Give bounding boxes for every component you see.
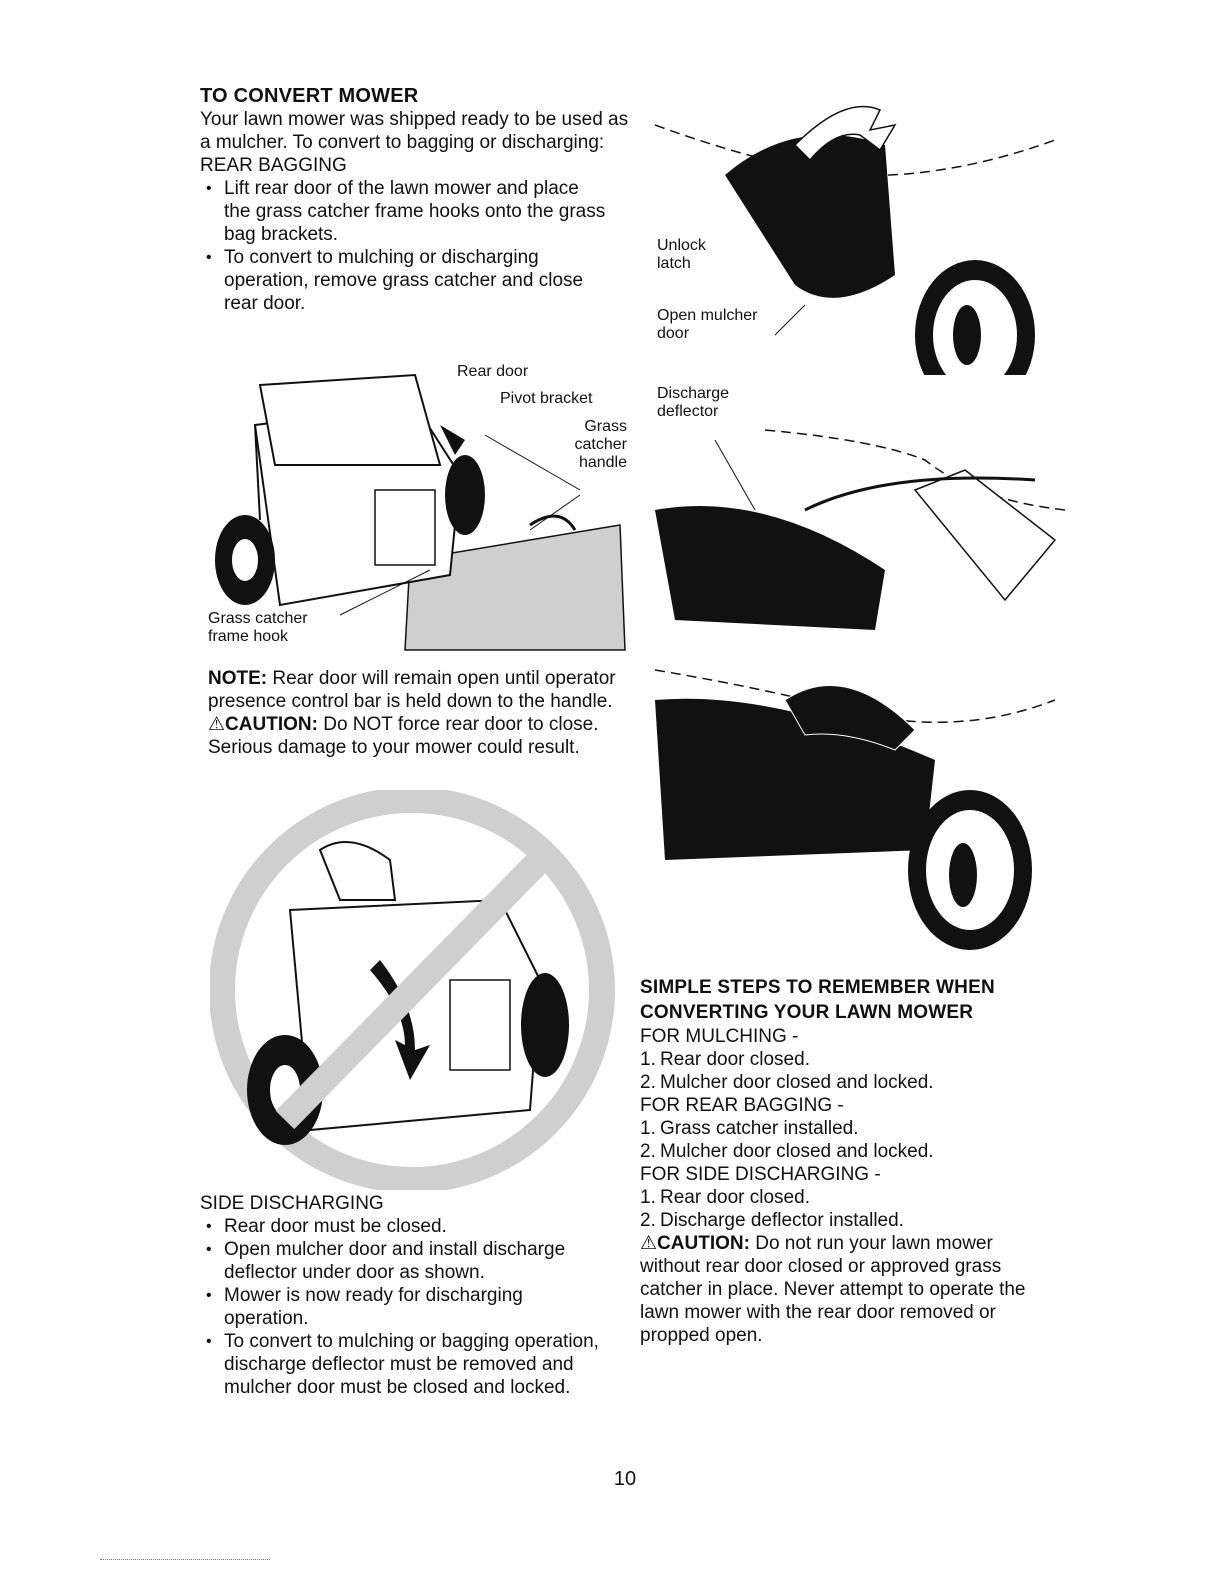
list-item: Lift rear door of the lawn mower and pla… [200,177,610,246]
deflector-drawing [655,429,1066,630]
label-discharge-deflector: Discharge deflector [657,385,730,420]
note-text: Rear door will remain open until operato… [208,668,616,712]
caution-paragraph-2: ⚠CAUTION: Do not run your lawn mower wit… [640,1232,1055,1347]
deflector-installed-illustration [645,640,1075,970]
group-heading-rear-bagging: FOR REAR BAGGING - [640,1095,844,1116]
list-item: Mower is now ready for discharging opera… [200,1284,605,1330]
steps-list-side-discharging: 1.Rear door closed. 2.Discharge deflecto… [640,1186,1060,1232]
caution-text: Do NOT force rear door to close. Serious… [208,714,599,758]
note-label: NOTE: [208,668,268,689]
steps-list-rear-bagging: 1.Grass catcher installed. 2.Mulcher doo… [640,1117,1060,1163]
list-item: 1.Grass catcher installed. [640,1118,859,1139]
note-block: NOTE: Rear door will remain open until o… [208,667,618,759]
installed-drawing [654,669,1056,950]
list-item: To convert to mulching or bagging operat… [200,1330,605,1399]
simple-steps-title: SIMPLE STEPS TO REMEMBER WHEN CONVERTING… [640,977,995,1023]
list-item: 2.Mulcher door closed and locked. [640,1141,934,1162]
caution-label: CAUTION: [225,714,318,735]
label-grass-catcher-handle: Grass catcher handle [574,418,627,471]
convert-intro: Your lawn mower was shipped ready to be … [200,109,629,153]
side-discharging-heading: SIDE DISCHARGING [200,1193,384,1214]
list-item: To convert to mulching or discharging op… [200,246,610,315]
group-heading-side-discharging: FOR SIDE DISCHARGING - [640,1164,881,1185]
rear-bagging-list: Lift rear door of the lawn mower and pla… [200,177,610,315]
label-open-mulcher-door: Open mulcher door [657,307,758,342]
rear-bagging-drawing [215,373,626,651]
rear-bagging-heading: REAR BAGGING [200,155,347,176]
caution-paragraph: ⚠CAUTION: Do NOT force rear door to clos… [208,713,618,759]
caution-triangle-icon: ⚠ [640,1233,658,1254]
convert-title: TO CONVERT MOWER [200,85,419,107]
open-mulcher-door-illustration: Unlock latch Open mulcher door [645,85,1075,410]
side-discharging-list: Rear door must be closed. Open mulcher d… [200,1215,605,1399]
label-grass-catcher-frame-hook: Grass catcher frame hook [208,610,308,645]
label-pivot-bracket: Pivot bracket [500,390,593,407]
label-unlock-latch: Unlock latch [657,237,706,272]
list-item: 1.Rear door closed. [640,1187,810,1208]
footer-rule [100,1559,270,1561]
group-heading-mulching: FOR MULCHING - [640,1026,799,1047]
rear-bagging-illustration: Rear door Pivot bracket Grass catcher ha… [200,355,640,655]
discharge-deflector-illustration: Discharge deflector [645,380,1075,640]
caution-triangle-icon: ⚠ [208,714,226,735]
list-item: 1.Rear door closed. [640,1049,810,1070]
simple-steps-block: SIMPLE STEPS TO REMEMBER WHEN CONVERTING… [640,975,1060,1347]
side-discharging-block: SIDE DISCHARGING Rear door must be close… [200,1192,640,1399]
list-item: Rear door must be closed. [200,1215,605,1238]
left-column: TO CONVERT MOWER Your lawn mower was shi… [200,84,640,315]
prohibited-drawing [209,787,615,1193]
do-not-force-door-illustration [209,787,615,1193]
label-rear-door: Rear door [457,363,529,380]
list-item: Open mulcher door and install discharge … [200,1238,605,1284]
page-number: 10 [613,1468,637,1490]
list-item: 2.Discharge deflector installed. [640,1210,904,1231]
steps-list-mulching: 1.Rear door closed. 2.Mulcher door close… [640,1048,1060,1094]
caution-text: Do not run your lawn mower without rear … [640,1233,1026,1346]
list-item: 2.Mulcher door closed and locked. [640,1072,934,1093]
note-paragraph: NOTE: Rear door will remain open until o… [208,667,618,713]
mulcher-door-drawing [654,105,1056,410]
caution-label: CAUTION: [657,1233,750,1254]
